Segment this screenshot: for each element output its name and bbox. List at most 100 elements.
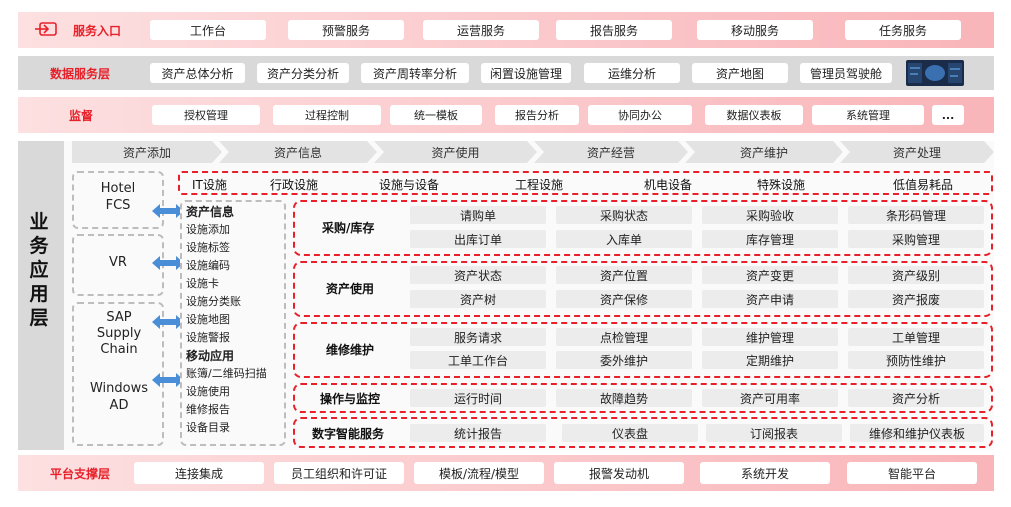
dashboard-thumbnail[interactable]: [906, 60, 964, 86]
module-cell[interactable]: 故障趋势: [556, 389, 692, 407]
module-cell[interactable]: 工单工作台: [410, 351, 546, 369]
category-label: IT设施: [192, 178, 227, 192]
side-list-item[interactable]: 设施卡: [186, 277, 219, 290]
module-cell[interactable]: 资产级别: [848, 266, 984, 284]
app-layer-side-band: [18, 141, 64, 450]
module-cell[interactable]: 出库订单: [410, 230, 546, 248]
lifecycle-step: 资产维护: [685, 141, 843, 163]
module-cell[interactable]: 资产报废: [848, 290, 984, 308]
data-service-item[interactable]: 运维分析: [584, 63, 680, 83]
module-cell[interactable]: 资产变更: [702, 266, 838, 284]
data-service-item[interactable]: 管理员驾驶舱: [800, 63, 892, 83]
side-list-item[interactable]: 设施标签: [186, 241, 230, 254]
service-entry-title: 服务入口: [72, 23, 121, 38]
module-cell[interactable]: 委外维护: [556, 351, 692, 369]
supervision-item[interactable]: 协同办公: [588, 105, 692, 125]
service-entry-item[interactable]: 运营服务: [423, 20, 539, 40]
module-label: 数字智能服务: [312, 427, 385, 441]
supervision-item[interactable]: 统一模板: [390, 105, 482, 125]
side-list-heading: 资产信息: [186, 205, 235, 219]
supervision-item[interactable]: 报告分析: [495, 105, 579, 125]
module-cell[interactable]: 维修和维护仪表板: [850, 424, 984, 442]
module-cell[interactable]: 定期维护: [702, 351, 838, 369]
module-box-operations: [293, 383, 993, 413]
side-list-item[interactable]: 设施警报: [186, 331, 230, 344]
module-cell[interactable]: 运行时间: [410, 389, 546, 407]
module-label: 采购/库存: [322, 221, 375, 235]
module-cell[interactable]: 资产位置: [556, 266, 692, 284]
service-entry-item[interactable]: 移动服务: [697, 20, 813, 40]
asset-info-list-box: [180, 200, 286, 446]
module-cell[interactable]: 资产分析: [848, 389, 984, 407]
side-list-heading: 移动应用: [186, 349, 235, 363]
platform-item[interactable]: 模板/流程/模型: [414, 462, 544, 484]
module-cell[interactable]: 点检管理: [556, 328, 692, 346]
platform-item[interactable]: 报警发动机: [554, 462, 684, 484]
lifecycle-step: 资产添加: [72, 141, 222, 163]
data-service-item[interactable]: 资产周转率分析: [361, 63, 469, 83]
module-cell[interactable]: 资产状态: [410, 266, 546, 284]
module-cell[interactable]: 条形码管理: [848, 206, 984, 224]
integration-label: Windows AD: [89, 381, 149, 413]
service-entry-item[interactable]: 工作台: [150, 20, 266, 40]
lifecycle-step: 资产处理: [840, 141, 994, 163]
module-cell[interactable]: 服务请求: [410, 328, 546, 346]
module-cell[interactable]: 资产可用率: [702, 389, 838, 407]
module-cell[interactable]: 订阅报表: [706, 424, 842, 442]
platform-title: 平台支撑层: [49, 466, 110, 481]
data-service-item[interactable]: 资产地图: [692, 63, 788, 83]
platform-item[interactable]: 系统开发: [700, 462, 830, 484]
data-service-item[interactable]: 闲置设施管理: [481, 63, 571, 83]
module-box-digital-services: [293, 417, 993, 448]
side-list-item[interactable]: 账簿/二维码扫描: [186, 367, 267, 380]
side-list-item[interactable]: 设施添加: [186, 223, 230, 236]
module-cell[interactable]: 资产保修: [556, 290, 692, 308]
platform-item[interactable]: 员工组织和许可证: [274, 462, 404, 484]
side-list-item[interactable]: 设施地图: [186, 313, 230, 326]
categories-box: [178, 171, 993, 195]
data-service-title: 数据服务层: [49, 66, 110, 81]
side-list-item[interactable]: 设施分类账: [186, 295, 241, 308]
module-cell[interactable]: 预防性维护: [848, 351, 984, 369]
supervision-item[interactable]: 过程控制: [273, 105, 381, 125]
side-list-item[interactable]: 维修报告: [186, 403, 230, 416]
module-cell[interactable]: 采购状态: [556, 206, 692, 224]
platform-item[interactable]: 智能平台: [847, 462, 977, 484]
supervision-item[interactable]: 系统管理: [812, 105, 924, 125]
lifecycle-step: 资产使用: [374, 141, 537, 163]
module-cell[interactable]: 请购单: [410, 206, 546, 224]
integration-box: [72, 302, 164, 446]
category-label: 行政设施: [270, 178, 319, 192]
platform-item[interactable]: 连接集成: [134, 462, 264, 484]
module-cell[interactable]: 工单管理: [848, 328, 984, 346]
app-layer-title: 业务应用层: [29, 211, 49, 329]
module-cell[interactable]: 采购管理: [848, 230, 984, 248]
module-cell[interactable]: 维护管理: [702, 328, 838, 346]
module-cell[interactable]: 采购验收: [702, 206, 838, 224]
service-entry-item[interactable]: 预警服务: [288, 20, 404, 40]
service-entry-item[interactable]: 任务服务: [845, 20, 961, 40]
integration-label: Hotel FCS: [100, 181, 136, 213]
side-list-item[interactable]: 设施使用: [186, 385, 230, 398]
data-service-item[interactable]: 资产分类分析: [257, 63, 349, 83]
module-label: 资产使用: [326, 282, 375, 296]
supervision-item[interactable]: 数据仪表板: [705, 105, 803, 125]
category-label: 工程设施: [515, 178, 564, 192]
lifecycle-step: 资产经营: [534, 141, 688, 163]
service-entry-item[interactable]: 报告服务: [556, 20, 672, 40]
data-service-item[interactable]: 资产总体分析: [150, 63, 245, 83]
module-label: 维修维护: [326, 343, 375, 357]
module-cell[interactable]: 入库单: [556, 230, 692, 248]
side-list-item[interactable]: 设备目录: [186, 421, 230, 434]
module-cell[interactable]: 库存管理: [702, 230, 838, 248]
module-cell[interactable]: 仪表盘: [562, 424, 698, 442]
supervision-more-item[interactable]: ...: [932, 105, 964, 125]
module-cell[interactable]: 资产申请: [702, 290, 838, 308]
double-arrow-icon: [152, 372, 184, 392]
supervision-item[interactable]: 授权管理: [152, 105, 260, 125]
module-cell[interactable]: 资产树: [410, 290, 546, 308]
module-cell[interactable]: 统计报告: [410, 424, 546, 442]
login-icon: [34, 21, 60, 37]
side-list-item[interactable]: 设施编码: [186, 259, 230, 272]
category-label: 低值易耗品: [893, 178, 954, 192]
